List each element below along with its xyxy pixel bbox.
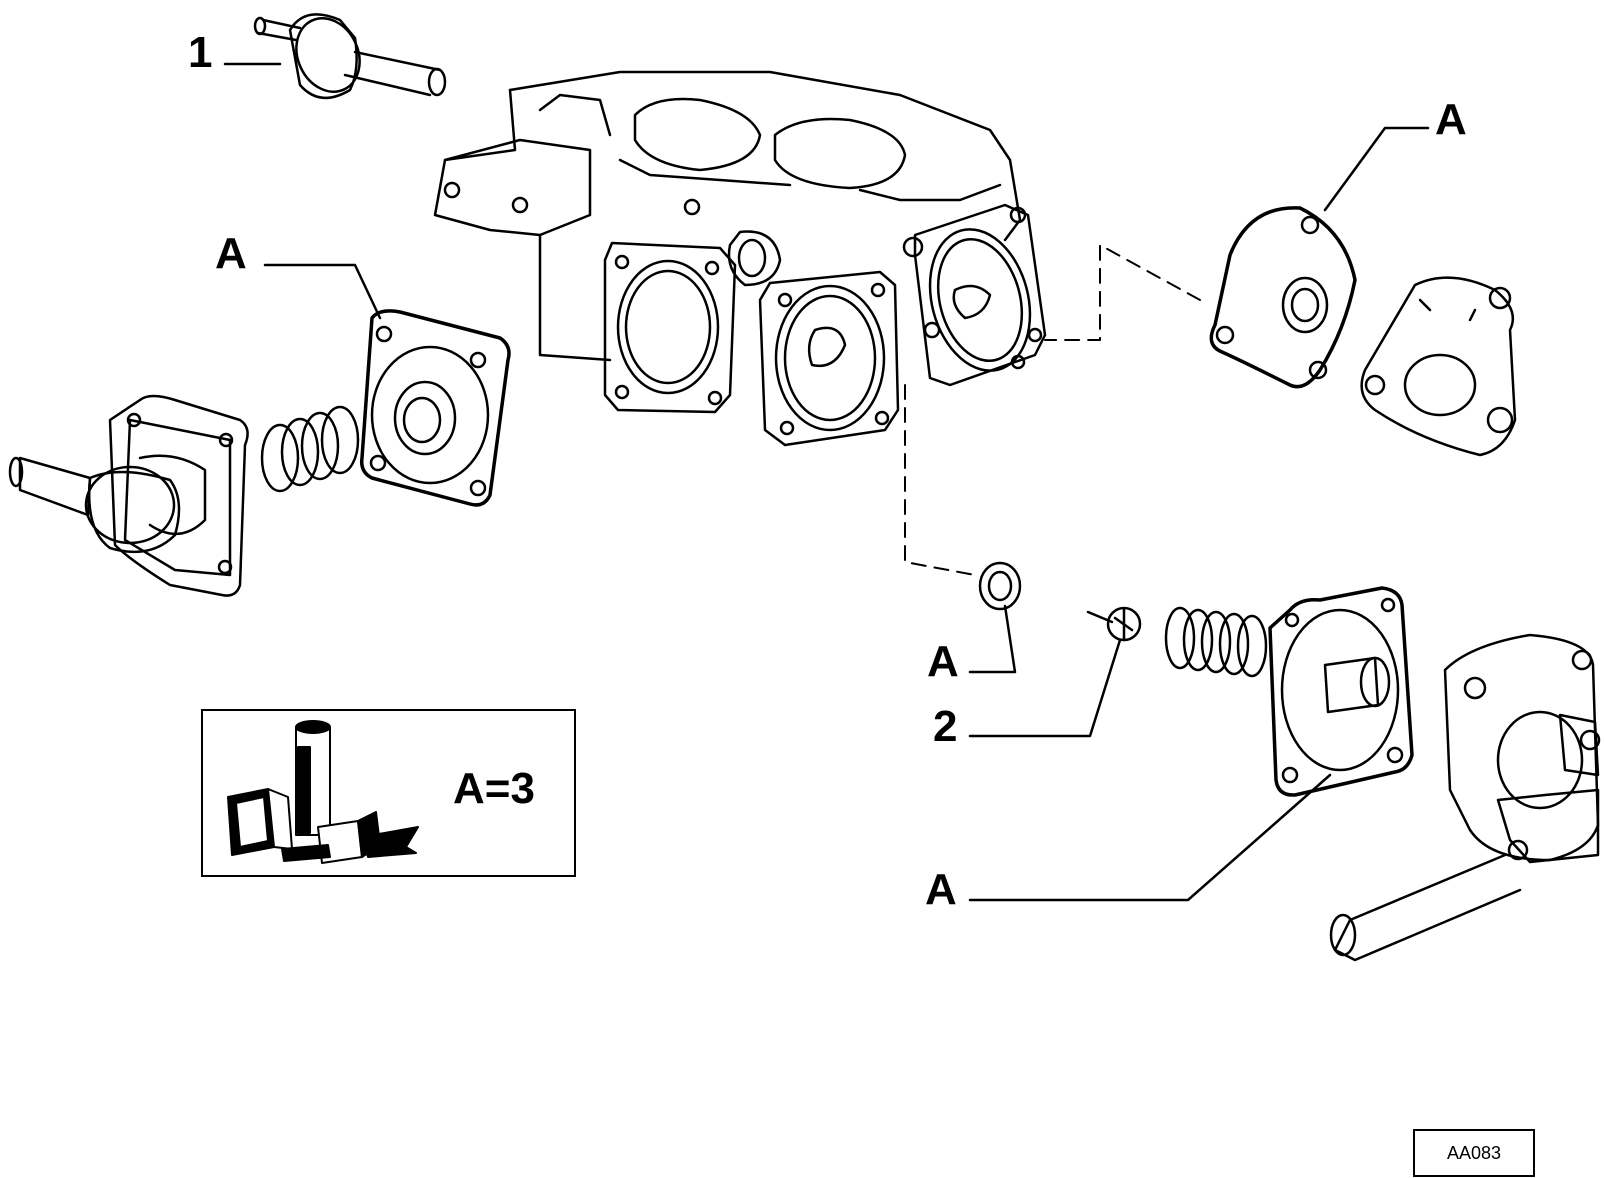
kit-quantity-label: A=3 (453, 764, 535, 813)
left-cover (8, 394, 249, 597)
callout-a-top-left: A (215, 229, 247, 278)
callout-a-bottom-right: A (925, 865, 957, 914)
kit-legend-box: A=3 (201, 709, 576, 877)
part-2-valve (1086, 606, 1142, 642)
bottom-lever-cover (1329, 633, 1601, 962)
left-spring (260, 405, 360, 493)
seal-ring (978, 561, 1022, 611)
bottom-diaphragm (1268, 586, 1414, 797)
callout-a-bottom-mid: A (927, 637, 959, 686)
part-1-shaft (253, 13, 447, 99)
drawing-reference-code: AA083 (1413, 1129, 1535, 1177)
carburettor-body (433, 70, 1047, 447)
sealant-tube-icon (295, 720, 331, 836)
right-top-cover (1360, 276, 1517, 457)
right-top-diaphragm (1209, 206, 1357, 389)
left-diaphragm (359, 309, 511, 507)
bottom-spring (1164, 606, 1268, 678)
callout-part-1: 1 (188, 28, 213, 77)
fiat-kit-icon (227, 720, 419, 864)
callout-a-top-right: A (1435, 95, 1467, 144)
callout-leaders (223, 62, 1430, 902)
callout-part-2: 2 (933, 702, 958, 751)
